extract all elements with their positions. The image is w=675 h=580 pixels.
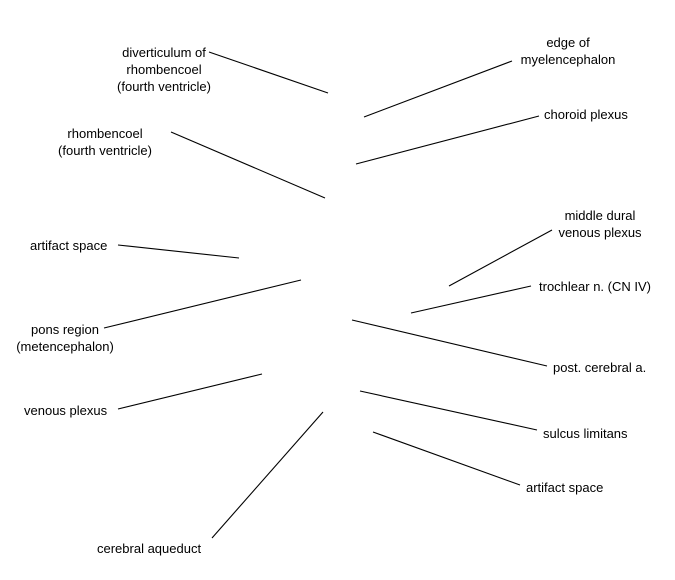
label-rhombencoel: rhombencoel (fourth ventricle) <box>58 126 152 158</box>
leader-artifact-right <box>372 431 521 486</box>
label-post-cerebral-artery: post. cerebral a. <box>553 360 647 375</box>
leader-middle-dural <box>448 229 553 287</box>
leader-sulcus-limitans <box>359 390 538 431</box>
leader-choroid-plexus <box>355 115 540 165</box>
label-middle-dural-venous-plexus: middle dural venous plexus <box>558 208 642 240</box>
leader-rhombencoel <box>170 131 326 199</box>
leader-post-cerebral <box>351 319 548 367</box>
leader-pons <box>103 279 302 329</box>
label-sulcus-limitans: sulcus limitans <box>543 426 628 441</box>
label-edge-of-myelencephalon: edge of myelencephalon <box>520 35 616 67</box>
label-venous-plexus: venous plexus <box>24 403 108 418</box>
label-cerebral-aqueduct: cerebral aqueduct <box>97 541 202 556</box>
label-choroid-plexus: choroid plexus <box>544 107 628 122</box>
leader-diverticulum <box>208 51 329 94</box>
leader-edge-myelencephalon <box>363 60 513 118</box>
leader-venous-plexus <box>117 373 263 410</box>
leader-trochlear <box>410 285 532 314</box>
leader-artifact-left <box>117 244 240 259</box>
label-diverticulum: diverticulum of rhombencoel (fourth vent… <box>117 45 211 94</box>
label-artifact-space-left: artifact space <box>30 238 108 253</box>
label-artifact-space-right: artifact space <box>526 480 604 495</box>
label-pons-region: pons region (metencephalon) <box>16 322 114 354</box>
label-trochlear-nerve: trochlear n. (CN IV) <box>539 279 651 294</box>
leader-cerebral-aqueduct <box>211 411 324 539</box>
